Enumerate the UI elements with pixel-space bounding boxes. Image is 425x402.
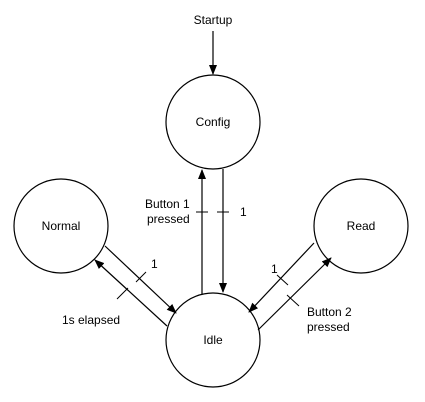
tick-idle-to-normal <box>116 287 129 300</box>
state-normal-label: Normal <box>42 219 81 233</box>
label-idle-to-read-line1: Button 2 <box>307 305 352 319</box>
state-normal: Normal <box>13 178 109 274</box>
state-config-circle <box>165 74 261 170</box>
state-read-label: Read <box>347 219 376 233</box>
edge-read-to-idle <box>248 242 315 313</box>
state-normal-circle <box>13 178 109 274</box>
state-idle: Idle <box>165 292 261 388</box>
label-idle-to-normal: 1s elapsed <box>62 313 120 327</box>
tick-idle-to-read <box>286 294 300 307</box>
label-idle-to-config-line1: Button 1 <box>145 197 190 211</box>
label-read-to-idle: 1 <box>271 262 278 276</box>
label-normal-to-idle: 1 <box>151 257 158 271</box>
state-config-label: Config <box>196 115 231 129</box>
edge-idle-to-read <box>257 257 332 331</box>
edge-idle-to-normal <box>94 259 168 327</box>
tick-read-to-idle <box>276 274 289 286</box>
label-idle-to-read-line2: pressed <box>307 320 350 334</box>
tick-normal-to-idle <box>135 271 147 283</box>
state-config: Config <box>165 74 261 170</box>
startup-label: Startup <box>194 13 233 27</box>
state-read: Read <box>313 178 409 274</box>
edge-normal-to-idle <box>104 245 177 314</box>
label-config-to-idle: 1 <box>240 205 247 219</box>
state-idle-label: Idle <box>203 333 223 347</box>
state-read-circle <box>313 178 409 274</box>
state-idle-circle <box>165 292 261 388</box>
label-idle-to-config-line2: pressed <box>147 212 190 226</box>
